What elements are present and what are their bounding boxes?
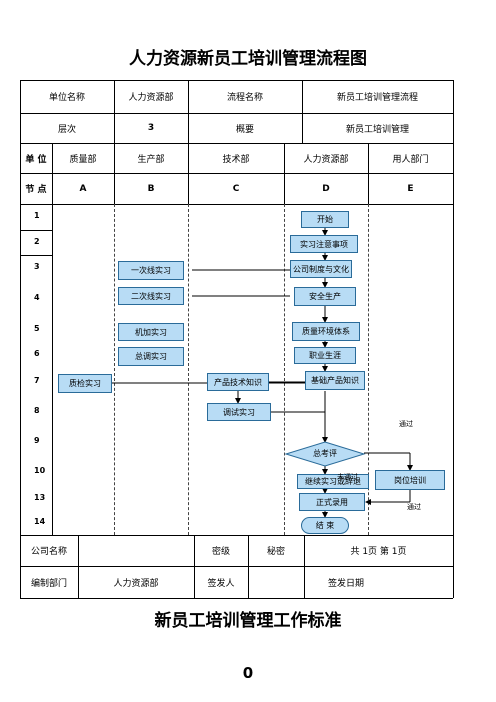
row-number: 13 <box>34 493 46 502</box>
summary-value: 新员工培训管理 <box>345 124 409 135</box>
pass-note-2: 通过 <box>407 503 421 511</box>
dept-row-label: 单 位 <box>25 154 47 165</box>
row-number-column-divider <box>52 204 53 535</box>
issuer-label: 签发人 <box>207 578 235 589</box>
node-a: A <box>79 183 87 194</box>
company-name-label: 公司名称 <box>30 547 67 557</box>
safety-box: 安全生产 <box>294 287 356 306</box>
dept-quality: 质量部 <box>69 154 97 165</box>
dept-technology: 技术部 <box>222 154 250 165</box>
row-number: 8 <box>34 406 40 415</box>
table-right-border <box>453 80 454 598</box>
fail-note: 未通过 <box>337 473 358 481</box>
page-title: 人力资源新员工培训管理流程图 <box>129 49 367 69</box>
career-box: 职业生涯 <box>294 347 356 364</box>
row-number: 9 <box>34 436 40 445</box>
flow-name-label: 流程名称 <box>226 93 263 103</box>
line2-intern-box: 二次线实习 <box>118 287 184 305</box>
section-title: 新员工培训管理工作标准 <box>154 611 342 631</box>
flow-name-value: 新员工培训管理流程 <box>336 93 418 103</box>
machining-intern-box: 机加实习 <box>118 323 184 341</box>
node-b: B <box>147 183 155 194</box>
quality-system-box: 质量环境体系 <box>292 322 360 341</box>
level-label: 层次 <box>57 124 76 135</box>
row-number: 6 <box>34 349 40 358</box>
secret-level-label: 密级 <box>211 547 230 557</box>
summary-label: 概要 <box>235 124 254 135</box>
node-e: E <box>407 183 414 194</box>
start-box: 开始 <box>301 211 349 228</box>
continue-or-dismiss-box: 继续实习或辞退 <box>297 474 369 489</box>
unit-name-value: 人力资源部 <box>128 93 174 103</box>
row-number: 2 <box>34 237 40 246</box>
row-number: 1 <box>34 211 40 220</box>
pass-note: 通过 <box>399 420 413 428</box>
dept-employer: 用人部门 <box>392 154 429 165</box>
node-c: C <box>232 183 240 194</box>
product-tech-box: 产品技术知识 <box>207 373 269 391</box>
page-number: 0 <box>242 664 254 682</box>
assembly-intern-box: 总调实习 <box>118 347 184 366</box>
secret-level-value: 秘密 <box>266 547 285 557</box>
row-number: 14 <box>34 517 46 526</box>
dept-hr: 人力资源部 <box>303 154 349 165</box>
row-number: 3 <box>34 262 40 271</box>
table-left-border <box>20 80 21 598</box>
company-rules-box: 公司制度与文化 <box>290 260 352 278</box>
unit-name-label: 单位名称 <box>48 93 85 103</box>
row-number: 10 <box>34 466 46 475</box>
formal-hire-box: 正式录用 <box>299 493 365 511</box>
post-training-box: 岗位培训 <box>375 470 445 490</box>
qc-intern-box: 质检实习 <box>58 374 112 393</box>
dept-label: 编制部门 <box>30 578 67 589</box>
dept-value: 人力资源部 <box>113 578 159 589</box>
level-value: 3 <box>147 123 155 133</box>
assessment-diamond <box>284 441 366 467</box>
row-number: 4 <box>34 293 40 302</box>
page-count: 共 1页 第 1页 <box>350 547 407 557</box>
row-number: 7 <box>34 376 40 385</box>
assessment-label: 总考评 <box>313 449 337 458</box>
debug-intern-box: 调试实习 <box>207 403 271 421</box>
node-row-label: 节 点 <box>25 185 47 195</box>
row-number: 5 <box>34 324 40 333</box>
line1-intern-box: 一次线实习 <box>118 261 184 280</box>
table-top-border <box>20 80 453 81</box>
node-d: D <box>322 183 330 194</box>
dept-production: 生产部 <box>137 154 165 165</box>
issue-date-label: 签发日期 <box>327 578 364 589</box>
table-bottom-border <box>20 598 453 599</box>
end-box: 结 束 <box>301 517 349 534</box>
intern-notes-box: 实习注意事项 <box>290 235 358 253</box>
basic-product-box: 基础产品知识 <box>305 371 365 390</box>
